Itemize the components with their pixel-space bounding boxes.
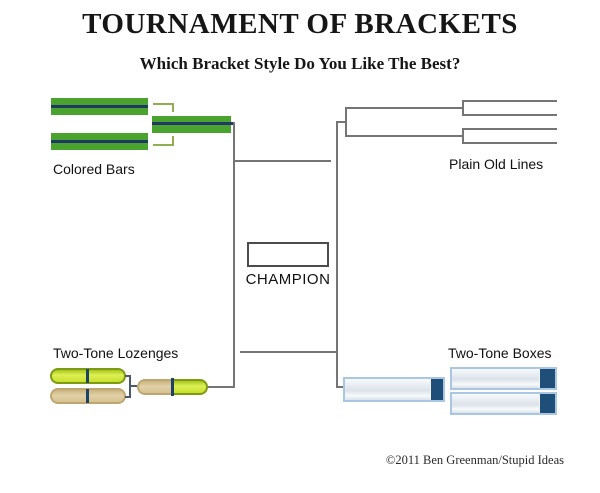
lozenge-connector-vertical xyxy=(129,375,131,398)
two-tone-box-pair-top xyxy=(450,367,557,390)
credit-line: ©2011 Ben Greenman/Stupid Ideas xyxy=(385,453,564,467)
colored-bars-connector-top-v xyxy=(172,103,174,112)
lozenge-divider xyxy=(86,389,89,403)
label-plain-old-lines: Plain Old Lines xyxy=(449,156,544,172)
label-two-tone-boxes: Two-Tone Boxes xyxy=(448,345,552,361)
lozenge-winner-divider xyxy=(171,378,174,396)
lozenge-winner-line xyxy=(208,386,235,388)
lozenge-connector-tick-top xyxy=(125,375,129,377)
plain-line-2 xyxy=(462,114,557,116)
plain-semifinal-line-2 xyxy=(346,135,464,137)
colored-bar-bottom xyxy=(51,133,148,150)
bar-navy-stripe xyxy=(51,140,148,143)
left-final-stub xyxy=(233,160,331,162)
lozenge-top xyxy=(50,368,126,384)
box-dark-end xyxy=(539,394,555,413)
label-colored-bars: Colored Bars xyxy=(53,161,135,177)
plain-line-3 xyxy=(462,128,557,130)
left-bracket-vertical xyxy=(233,122,235,388)
lozenge-winner xyxy=(137,378,208,396)
champion-box xyxy=(247,242,329,267)
box-dark-end xyxy=(430,379,443,400)
lozenge-connector-tick-bottom xyxy=(125,396,129,398)
lozenge-winner-tan-half xyxy=(137,379,174,395)
right-final-stub xyxy=(240,351,338,353)
box-winner-link xyxy=(336,386,345,388)
two-tone-box-pair-bottom xyxy=(450,392,557,415)
colored-bars-connector-bottom-v xyxy=(172,136,174,146)
right-bracket-vertical xyxy=(336,121,338,388)
colored-bars-connector-top-h xyxy=(153,103,174,105)
page-subtitle: Which Bracket Style Do You Like The Best… xyxy=(139,54,461,73)
plain-line-1 xyxy=(462,100,557,102)
winner-bar-navy-stripe xyxy=(152,122,235,125)
lozenge-winner-chartreuse-half xyxy=(174,379,208,395)
lozenge-connector-tick-mid xyxy=(131,385,137,387)
plain-line-4 xyxy=(462,142,557,144)
box-dark-end xyxy=(539,369,555,388)
bar-navy-stripe xyxy=(51,105,148,108)
colored-bars-connector-bottom-h xyxy=(153,144,174,146)
plain-semifinal-line-1 xyxy=(346,107,464,109)
champion-label: CHAMPION xyxy=(245,271,331,288)
page-title: TOURNAMENT OF BRACKETS xyxy=(82,8,518,40)
lozenge-bottom xyxy=(50,388,126,404)
lozenge-divider xyxy=(86,369,89,383)
right-final-elbow xyxy=(337,121,347,123)
colored-bar-top xyxy=(51,98,148,115)
two-tone-box-winner xyxy=(343,377,445,402)
label-two-tone-lozenges: Two-Tone Lozenges xyxy=(53,345,179,361)
